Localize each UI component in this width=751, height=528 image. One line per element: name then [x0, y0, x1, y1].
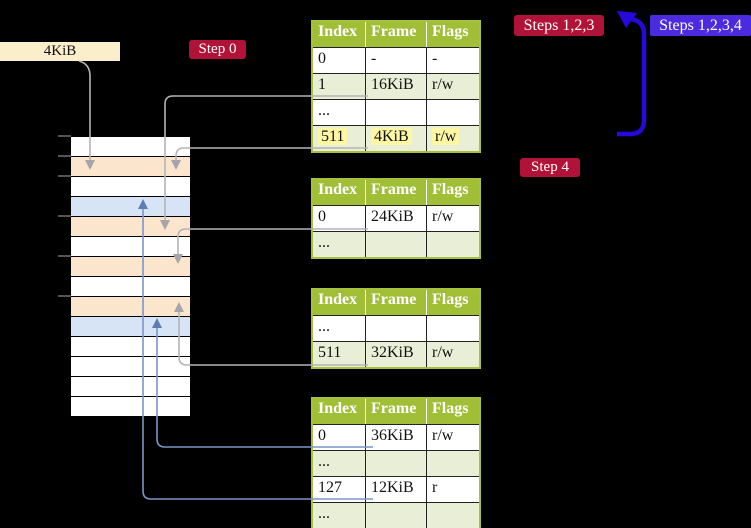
- memory-row: [71, 137, 190, 157]
- index-cell: 0: [318, 208, 326, 225]
- frame-cell: 36KiB: [365, 425, 426, 450]
- memory-row: [71, 157, 190, 177]
- page-table-3: Index Frame Flags ... 511 32KiB r/w: [311, 288, 481, 369]
- column-header-index: Index: [318, 181, 358, 198]
- steps1234-badge: Steps 1,2,3,4: [650, 15, 751, 36]
- memory-row: [71, 377, 190, 397]
- index-cell: 127: [318, 479, 342, 496]
- column-header-flags: Flags: [426, 399, 479, 424]
- index-cell: ...: [318, 505, 330, 522]
- frame-cell: -: [365, 48, 426, 73]
- frame-cell: 16KiB: [365, 74, 426, 99]
- flags-cell: [426, 451, 479, 476]
- flags-cell: -: [426, 48, 479, 73]
- memory-row: [71, 337, 190, 357]
- table-row: ...: [313, 231, 479, 257]
- physical-memory-column: [71, 136, 190, 417]
- frame-cell: [365, 503, 426, 528]
- memory-row: [71, 177, 190, 197]
- highlighted-value: 511: [318, 128, 348, 145]
- column-header-frame: Frame: [365, 290, 426, 315]
- flags-cell: r/w: [426, 425, 479, 450]
- flags-cell: [426, 503, 479, 528]
- flags-cell: [426, 100, 479, 125]
- page-table-2: Index Frame Flags 0 24KiB r/w ...: [311, 178, 481, 259]
- column-header-flags: Flags: [426, 290, 479, 315]
- table-row: 0 36KiB r/w: [313, 424, 479, 450]
- flags-cell: r/w: [426, 126, 479, 151]
- steps-loop-arrowhead: [617, 11, 637, 28]
- memory-row: [71, 317, 190, 337]
- steps-loop-arrow: [617, 16, 647, 137]
- table-row: 1 16KiB r/w: [313, 73, 479, 99]
- column-header-frame: Frame: [365, 22, 426, 47]
- table-row: ...: [313, 99, 479, 125]
- memory-row: [71, 197, 190, 217]
- frame-cell: [365, 316, 426, 341]
- table-header-row: Index Frame Flags: [313, 290, 479, 315]
- frame-cell: 12KiB: [365, 477, 426, 502]
- frame-cell: [365, 451, 426, 476]
- memory-row: [71, 217, 190, 237]
- table-row: ...: [313, 315, 479, 341]
- index-cell: ...: [318, 453, 330, 470]
- table-row: ...: [313, 502, 479, 528]
- column-header-index: Index: [318, 291, 358, 308]
- index-cell: 0: [318, 50, 326, 67]
- index-cell: 0: [318, 427, 326, 444]
- frame-cell: 4KiB: [365, 126, 426, 151]
- memory-row: [71, 257, 190, 277]
- table-header-row: Index Frame Flags: [313, 180, 479, 205]
- step0-badge: Step 0: [189, 40, 246, 59]
- page-table-1: Index Frame Flags 0 - - 1 16KiB r/w ... …: [311, 20, 481, 153]
- table-row: ...: [313, 450, 479, 476]
- column-header-index: Index: [318, 23, 358, 40]
- flags-cell: r/w: [426, 74, 479, 99]
- index-cell: 1: [318, 76, 326, 93]
- table-row: 0 24KiB r/w: [313, 205, 479, 231]
- table-row: 127 12KiB r: [313, 476, 479, 502]
- column-header-flags: Flags: [426, 180, 479, 205]
- steps123-badge: Steps 1,2,3: [514, 15, 604, 36]
- memory-row: [71, 277, 190, 297]
- flags-cell: [426, 232, 479, 257]
- frame-size-box: 4KiB: [0, 42, 120, 61]
- flags-cell: r/w: [426, 342, 479, 367]
- frame-cell: [365, 232, 426, 257]
- table-header-row: Index Frame Flags: [313, 399, 479, 424]
- table-row: 511 32KiB r/w: [313, 341, 479, 367]
- table-row-highlighted: 511 4KiB r/w: [313, 125, 479, 151]
- index-cell: ...: [318, 234, 330, 251]
- memory-boundary-ticks: [58, 135, 71, 297]
- frame-cell: [365, 100, 426, 125]
- table-row: 0 - -: [313, 47, 479, 73]
- index-cell: 511: [313, 126, 365, 151]
- flags-cell: r/w: [426, 206, 479, 231]
- memory-row: [71, 237, 190, 257]
- index-cell: ...: [318, 318, 330, 335]
- frame-cell: 32KiB: [365, 342, 426, 367]
- column-header-frame: Frame: [365, 180, 426, 205]
- memory-row: [71, 397, 190, 417]
- flags-cell: r: [426, 477, 479, 502]
- column-header-flags: Flags: [426, 22, 479, 47]
- index-cell: ...: [318, 102, 330, 119]
- frame-cell: 24KiB: [365, 206, 426, 231]
- highlighted-value: 4KiB: [371, 128, 412, 145]
- memory-row: [71, 357, 190, 377]
- memory-row: [71, 297, 190, 317]
- flags-cell: [426, 316, 479, 341]
- column-header-index: Index: [318, 400, 358, 417]
- table-header-row: Index Frame Flags: [313, 22, 479, 47]
- column-header-frame: Frame: [365, 399, 426, 424]
- step4-badge: Step 4: [520, 158, 580, 177]
- highlighted-value: r/w: [432, 128, 460, 145]
- page-table-4: Index Frame Flags 0 36KiB r/w ... 127 12…: [311, 397, 481, 528]
- index-cell: 511: [318, 344, 342, 361]
